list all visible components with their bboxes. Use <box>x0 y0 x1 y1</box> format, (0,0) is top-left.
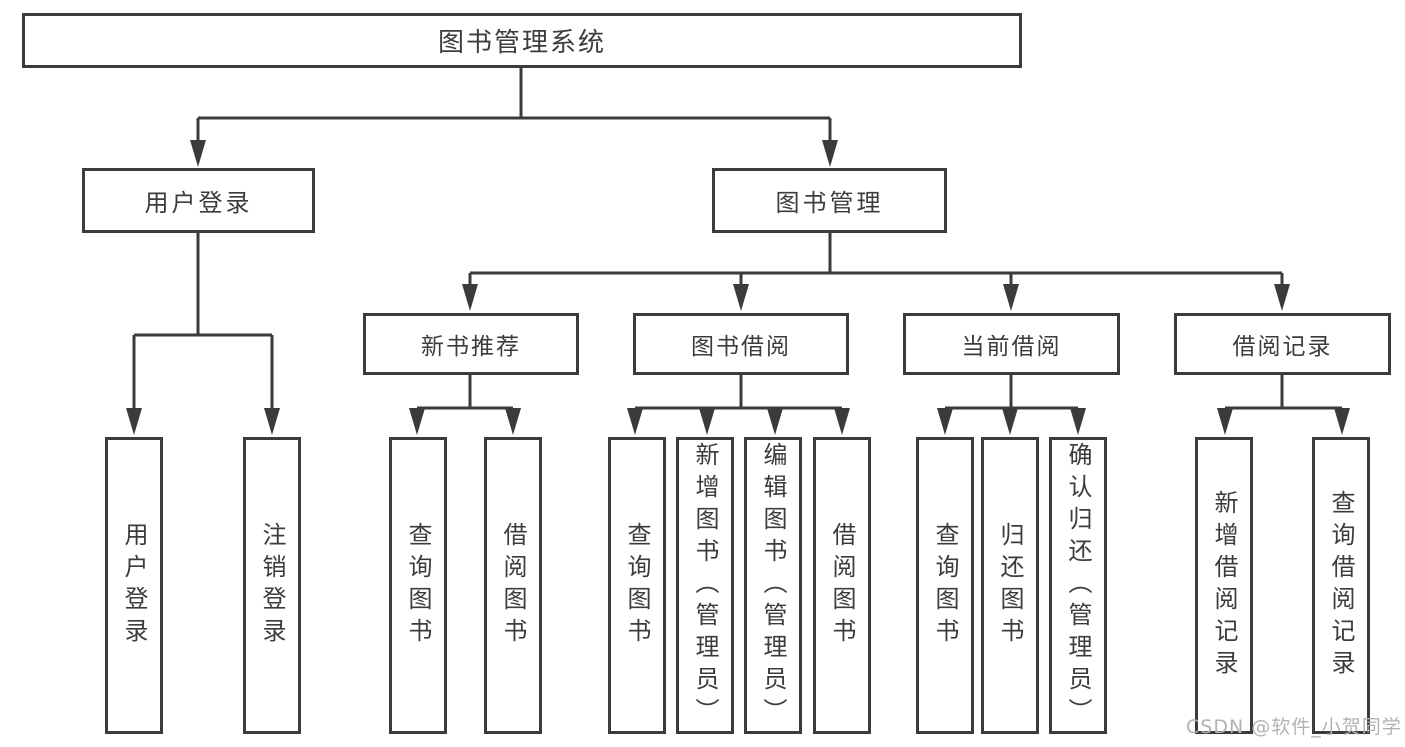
node-library-management-system: 图书管理系统 <box>22 13 1022 68</box>
connector-records-to-leaves <box>1225 375 1342 410</box>
connector-current-to-leaves <box>945 375 1078 410</box>
leaf-confirm-return-admin: 确认归还（管理员） <box>1049 437 1107 734</box>
arrowhead <box>126 408 142 435</box>
node-label: 编辑图书（管理员） <box>759 441 787 730</box>
node-label: 图书管理系统 <box>437 28 606 58</box>
connector-userlogin-to-leaves <box>132 233 274 410</box>
leaf-borrow-books: 借阅图书 <box>813 437 871 734</box>
arrowhead <box>767 408 783 435</box>
arrowhead <box>1274 284 1290 311</box>
node-label: 借阅图书 <box>828 521 856 650</box>
leaf-logout: 注销登录 <box>243 437 301 734</box>
node-label: 当前借阅 <box>961 334 1062 360</box>
connector-borrow-to-leaves <box>635 375 842 410</box>
arrowhead <box>1002 408 1018 435</box>
connector-newbook-to-leaves <box>417 375 513 410</box>
arrowhead <box>264 408 280 435</box>
arrowhead <box>834 408 850 435</box>
node-label: 确认归还（管理员） <box>1064 441 1092 730</box>
leaf-borrow-books-recommend: 借阅图书 <box>484 437 542 734</box>
node-user-login: 用户登录 <box>82 168 315 233</box>
node-book-management: 图书管理 <box>712 168 947 233</box>
leaf-query-borrow-record: 查询借阅记录 <box>1312 437 1370 734</box>
node-label: 注销登录 <box>258 521 286 650</box>
leaf-user-login: 用户登录 <box>105 437 163 734</box>
arrowhead <box>409 408 425 435</box>
arrowhead <box>1217 408 1233 435</box>
arrowhead <box>505 408 521 435</box>
arrowhead <box>822 140 838 167</box>
node-label: 查询图书 <box>623 521 651 650</box>
leaf-add-books-admin: 新增图书（管理员） <box>676 437 734 734</box>
node-label: 新增图书（管理员） <box>691 441 719 730</box>
node-borrowing-records: 借阅记录 <box>1174 313 1391 375</box>
node-label: 新增借阅记录 <box>1210 489 1238 682</box>
node-current-borrowing: 当前借阅 <box>903 313 1120 375</box>
node-label: 新书推荐 <box>421 334 521 360</box>
node-label: 图书借阅 <box>691 334 791 360</box>
node-label: 借阅图书 <box>499 521 527 650</box>
arrowhead <box>462 284 478 311</box>
arrowhead <box>1070 408 1086 435</box>
node-label: 用户登录 <box>120 521 148 650</box>
node-label: 查询图书 <box>931 521 959 650</box>
node-label: 查询图书 <box>404 521 432 650</box>
leaf-query-books-current: 查询图书 <box>916 437 974 734</box>
leaf-edit-books-admin: 编辑图书（管理员） <box>744 437 802 734</box>
connector-root-to-level2 <box>196 68 832 142</box>
node-label: 归还图书 <box>996 521 1024 650</box>
node-label: 用户登录 <box>144 189 253 217</box>
node-book-borrowing: 图书借阅 <box>633 313 849 375</box>
node-label: 借阅记录 <box>1232 334 1333 360</box>
node-new-book-recommendation: 新书推荐 <box>363 313 579 375</box>
arrowhead <box>190 140 206 167</box>
node-label: 图书管理 <box>775 189 884 217</box>
arrowhead <box>699 408 715 435</box>
node-label: 查询借阅记录 <box>1327 489 1355 682</box>
arrowhead <box>1334 408 1350 435</box>
arrowhead <box>733 284 749 311</box>
csdn-watermark: CSDN @软件_小贺同学 <box>1186 716 1402 738</box>
leaf-query-books-borrowing: 查询图书 <box>608 437 666 734</box>
leaf-add-borrow-record: 新增借阅记录 <box>1195 437 1253 734</box>
leaf-return-books: 归还图书 <box>981 437 1039 734</box>
arrowhead <box>937 408 953 435</box>
arrowhead <box>1003 284 1019 311</box>
connector-bookmgmt-to-level3 <box>468 233 1284 286</box>
arrowhead <box>627 408 643 435</box>
leaf-query-books-recommend: 查询图书 <box>389 437 447 734</box>
